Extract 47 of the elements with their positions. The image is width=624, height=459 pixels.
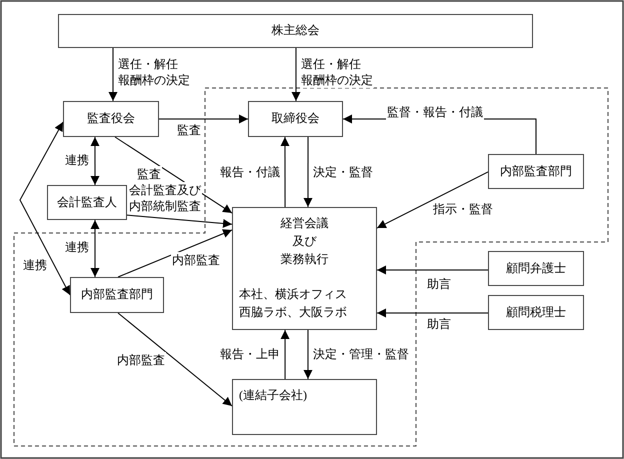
edge-label: 選任・解任報酬枠の決定 bbox=[300, 56, 374, 88]
edge-label: 会計監査及び内部統制監査 bbox=[128, 182, 202, 214]
edge-label: 連携 bbox=[64, 152, 90, 168]
edge-label: 監査 bbox=[176, 122, 202, 138]
edge-label: 連携 bbox=[64, 239, 90, 256]
double-elbow-arrow bbox=[19, 122, 70, 296]
org-box bbox=[232, 379, 377, 435]
arrow bbox=[376, 308, 488, 318]
arrow bbox=[280, 136, 290, 208]
arrow bbox=[126, 214, 232, 228]
org-box: 顧問弁護士 bbox=[488, 251, 584, 286]
arrow bbox=[304, 136, 312, 208]
edge-label: 決定・管理・監督 bbox=[312, 346, 410, 362]
org-box: 監査役会 bbox=[63, 101, 159, 137]
org-box: 会計監査人 bbox=[47, 185, 127, 220]
edge-label: 報告・上申 bbox=[219, 346, 281, 362]
arrow bbox=[376, 265, 488, 274]
org-box: 内部監査部門 bbox=[488, 154, 584, 189]
edge-label: 監査 bbox=[136, 166, 162, 182]
org-box: 株主総会 bbox=[58, 14, 533, 48]
edge-label: 内部監査 bbox=[171, 252, 221, 268]
box-heading: 経営会議及び業務執行 bbox=[280, 215, 328, 268]
arrow bbox=[303, 330, 312, 380]
arrow bbox=[158, 114, 248, 124]
arrow bbox=[118, 229, 232, 278]
arrow bbox=[376, 172, 488, 229]
edge-label: 内部監査 bbox=[116, 352, 166, 368]
edge-label: 決定・監督 bbox=[312, 164, 374, 180]
org-box: 取締役会 bbox=[248, 101, 343, 137]
edge-label: 助言 bbox=[426, 316, 452, 332]
edge-label: 選任・解任報酬枠の決定 bbox=[117, 56, 191, 88]
edge-label: 監督・報告・付議 bbox=[386, 104, 484, 120]
org-box bbox=[232, 207, 377, 330]
arrow bbox=[108, 48, 118, 102]
edge-label: 助言 bbox=[426, 276, 452, 292]
arrow bbox=[280, 330, 290, 380]
double-arrow bbox=[90, 220, 100, 278]
double-arrow bbox=[90, 136, 100, 186]
org-box: 顧問税理士 bbox=[488, 295, 584, 330]
edge-label: 指示・監督 bbox=[432, 201, 494, 218]
arrow bbox=[291, 48, 300, 102]
org-box: 内部監査部門 bbox=[70, 277, 164, 313]
box-text: 本社、横浜オフィス西脇ラボ、大阪ラボ bbox=[239, 286, 347, 321]
edge-label: 報告・付議 bbox=[219, 164, 281, 180]
edge-label: 連携 bbox=[22, 257, 48, 274]
box-label: (連結子会社) bbox=[239, 388, 307, 404]
arrow bbox=[118, 312, 232, 406]
